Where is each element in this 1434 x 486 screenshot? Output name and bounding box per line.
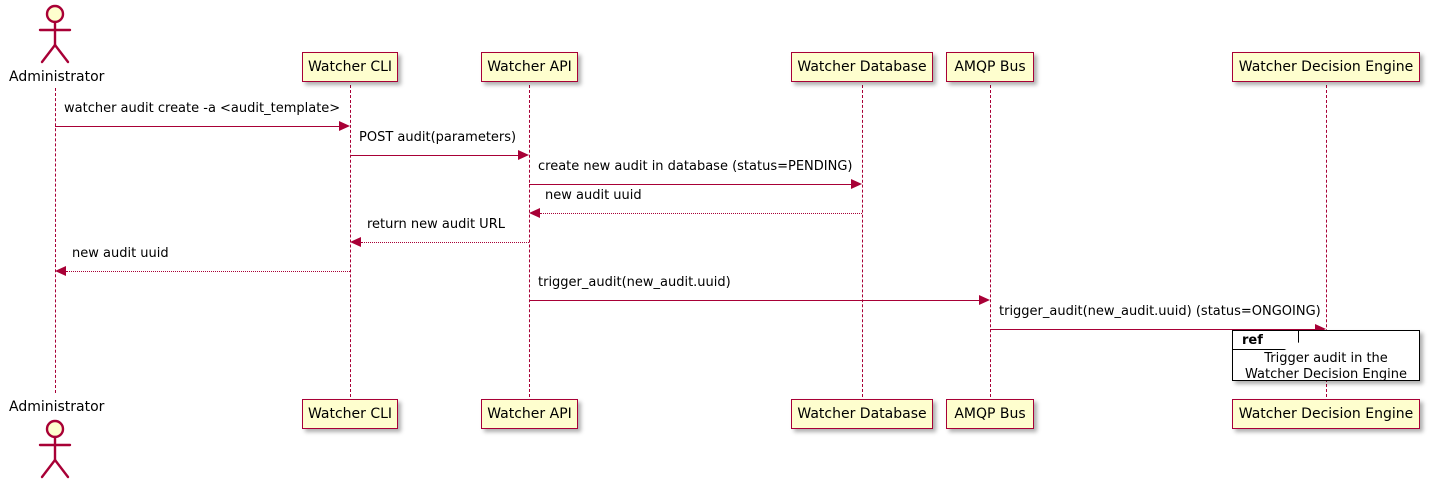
participant-watcher-api-bottom[interactable]: Watcher API <box>481 399 578 429</box>
message-label-1: watcher audit create -a <audit_template> <box>64 101 341 116</box>
participant-watcher-database-bottom[interactable]: Watcher Database <box>791 399 933 429</box>
message-label-3: create new audit in database (status=PEN… <box>538 159 853 174</box>
lifeline-amqp-bus <box>990 85 991 397</box>
message-arrowhead-6 <box>55 266 66 276</box>
message-arrowhead-4 <box>529 208 540 218</box>
message-arrowhead-1 <box>339 121 350 131</box>
message-label-2: POST audit(parameters) <box>359 130 517 145</box>
participant-label: Watcher CLI <box>307 406 393 422</box>
actor-icon <box>38 4 72 64</box>
lifeline-watcher-api <box>529 85 530 397</box>
message-line-1 <box>55 126 339 127</box>
participant-label: Watcher API <box>487 406 572 422</box>
actor-administrator-bottom[interactable] <box>31 419 79 481</box>
message-arrowhead-8 <box>1315 324 1326 334</box>
lifeline-watcher-database <box>862 85 863 397</box>
lifeline-watcher-decision-engine <box>1326 85 1327 397</box>
participant-watcher-database-top[interactable]: Watcher Database <box>791 52 933 82</box>
participant-label: Watcher Database <box>797 406 927 422</box>
message-arrowhead-3 <box>851 179 862 189</box>
message-line-6 <box>66 271 350 272</box>
participant-label: Watcher Database <box>797 59 927 75</box>
participant-label: Watcher CLI <box>307 59 393 75</box>
participant-label: Watcher Decision Engine <box>1238 59 1414 75</box>
message-line-4 <box>540 213 862 214</box>
message-line-8 <box>990 329 1315 330</box>
participant-watcher-api-top[interactable]: Watcher API <box>481 52 578 82</box>
ref-keyword-tab: ref <box>1233 331 1299 350</box>
ref-body-line-1: Trigger audit in the <box>1264 351 1388 366</box>
participant-amqp-bus-top[interactable]: AMQP Bus <box>946 52 1034 82</box>
participant-watcher-cli-top[interactable]: Watcher CLI <box>302 52 398 82</box>
message-label-6: new audit uuid <box>72 246 169 261</box>
message-arrowhead-2 <box>518 150 529 160</box>
actor-label-administrator-top: Administrator <box>9 69 105 85</box>
message-label-4: new audit uuid <box>545 188 642 203</box>
participant-label: AMQP Bus <box>954 406 1026 422</box>
message-arrowhead-7 <box>979 295 990 305</box>
message-label-7: trigger_audit(new_audit.uuid) <box>538 275 731 290</box>
participant-label: Watcher API <box>487 59 572 75</box>
actor-icon <box>38 419 72 479</box>
participant-watcher-decision-engine-bottom[interactable]: Watcher Decision Engine <box>1232 399 1420 429</box>
participant-label: Watcher Decision Engine <box>1238 406 1414 422</box>
lifeline-administrator <box>55 88 56 393</box>
ref-body: Trigger audit in the Watcher Decision En… <box>1233 351 1419 383</box>
participant-watcher-cli-bottom[interactable]: Watcher CLI <box>302 399 398 429</box>
message-line-3 <box>529 184 851 185</box>
ref-fragment: ref Trigger audit in the Watcher Decisio… <box>1232 330 1420 383</box>
actor-administrator-top[interactable] <box>31 4 79 66</box>
actor-label-administrator-bottom: Administrator <box>9 399 105 415</box>
message-line-5 <box>361 242 529 243</box>
message-arrowhead-5 <box>350 237 361 247</box>
ref-keyword-label: ref <box>1242 332 1263 348</box>
message-line-2 <box>350 155 518 156</box>
participant-amqp-bus-bottom[interactable]: AMQP Bus <box>946 399 1034 429</box>
participant-label: AMQP Bus <box>954 59 1026 75</box>
ref-body-line-2: Watcher Decision Engine <box>1245 367 1407 382</box>
message-label-5: return new audit URL <box>367 217 505 232</box>
message-line-7 <box>529 300 979 301</box>
participant-watcher-decision-engine-top[interactable]: Watcher Decision Engine <box>1232 52 1420 82</box>
message-label-8: trigger_audit(new_audit.uuid) (status=ON… <box>999 304 1321 319</box>
